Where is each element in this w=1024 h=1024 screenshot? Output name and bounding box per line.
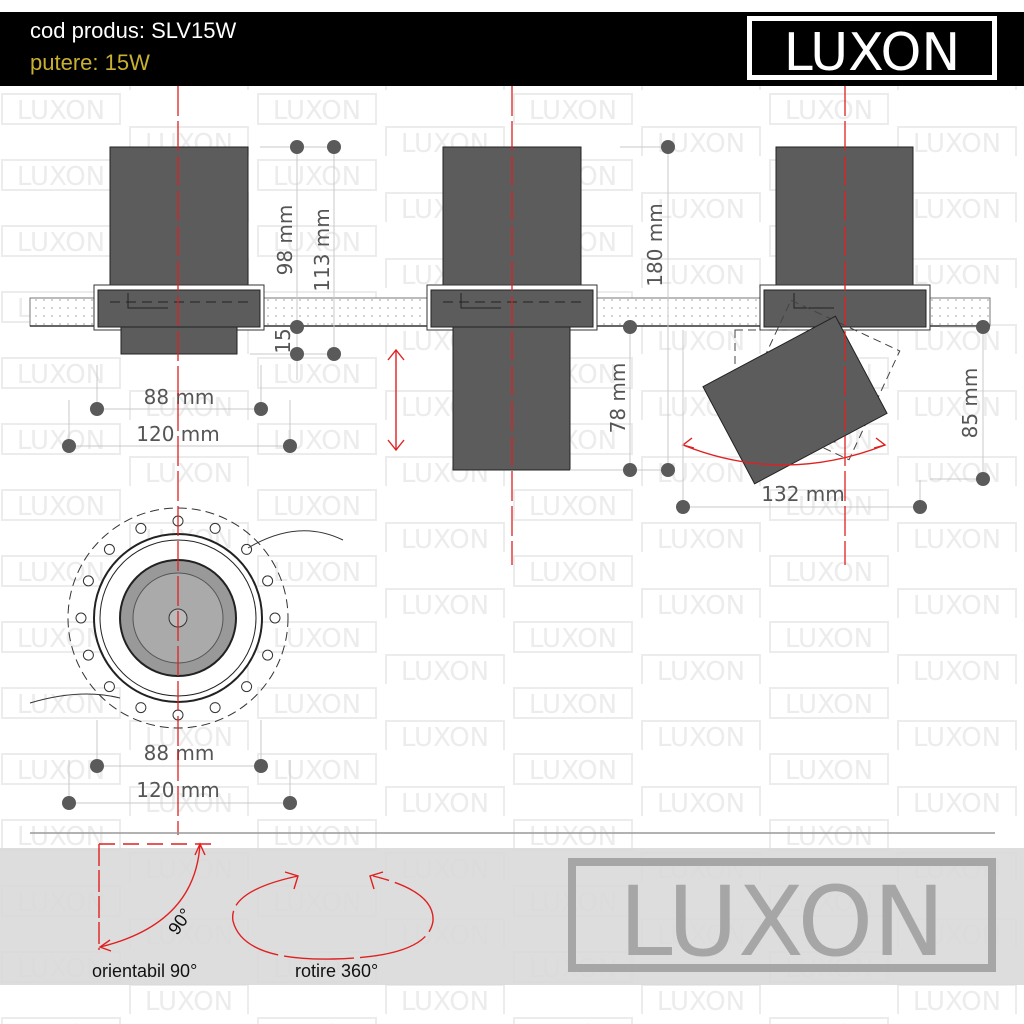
header: cod produs: SLV15W putere: 15W LUXON: [0, 12, 1024, 86]
footer-band: 90° orientabil 90° rotire 360° LUXON: [0, 842, 1024, 985]
rotate-label: rotire 360°: [295, 961, 378, 981]
dim-88mm-side: 88 mm: [144, 385, 215, 409]
mounting-hole: [241, 681, 253, 693]
lowering-arrow-icon: [387, 348, 405, 452]
dim-88mm-top: 88 mm: [144, 741, 215, 765]
dimensions-fixture-3: 132 mm 85 mm: [676, 320, 990, 514]
dim-132mm: 132 mm: [761, 482, 845, 506]
rotate-icon: [232, 871, 434, 960]
dim-180mm: 180 mm: [643, 203, 667, 287]
power-label: putere: 15W: [30, 50, 150, 75]
mounting-hole: [262, 649, 274, 661]
luxon-logo: LUXON: [747, 16, 997, 83]
mounting-hole: [135, 702, 147, 714]
svg-text:LUXON: LUXON: [784, 23, 961, 83]
mounting-hole: [103, 681, 115, 693]
dimensions-fixture-2: 180 mm 78 mm: [570, 140, 675, 477]
tilt-label: orientabil 90°: [92, 961, 197, 981]
svg-text:LUXON: LUXON: [619, 866, 945, 978]
mounting-hole: [103, 543, 115, 555]
mounting-hole: [75, 612, 87, 624]
dim-85mm: 85 mm: [958, 368, 982, 439]
dimensions-fixture-1: 98 mm 113 mm 15 88 mm 120 mm: [62, 140, 341, 453]
mounting-hole: [241, 543, 253, 555]
mounting-hole: [209, 522, 221, 534]
mounting-hole: [135, 522, 147, 534]
mounting-hole: [209, 702, 221, 714]
dim-15mm: 15: [271, 328, 295, 353]
fixture-fixed-side-view: [93, 146, 265, 355]
luxon-logo-large: LUXON: [568, 858, 996, 978]
mounting-hole: [82, 649, 94, 661]
fixture-lowered-side-view: [426, 146, 598, 471]
product-code: cod produs: SLV15W: [30, 18, 236, 43]
mounting-hole: [262, 575, 274, 587]
mounting-hole: [269, 612, 281, 624]
mounting-hole: [82, 575, 94, 587]
centerlines: [177, 86, 846, 835]
dim-113mm: 113 mm: [310, 208, 334, 292]
dim-78mm: 78 mm: [606, 363, 630, 434]
dim-98mm: 98 mm: [273, 205, 297, 276]
